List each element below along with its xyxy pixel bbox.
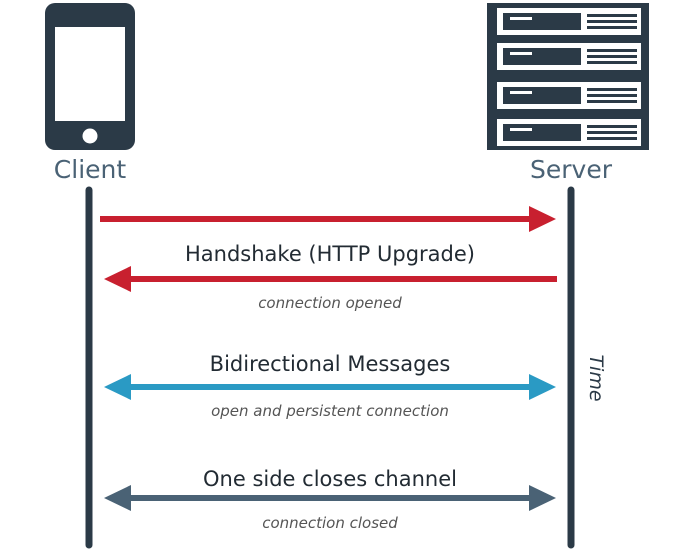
close-label: One side closes channel (203, 467, 457, 491)
bidirectional-sublabel: open and persistent connection (211, 402, 449, 420)
handshake-response-arrow (104, 266, 557, 292)
close-arrow (104, 485, 556, 511)
server-rack-icon (487, 3, 649, 150)
handshake-sublabel: connection opened (258, 294, 402, 312)
handshake-label: Handshake (HTTP Upgrade) (185, 242, 475, 266)
time-label: Time (585, 354, 607, 401)
mobile-phone-icon (45, 3, 135, 150)
server-label: Server (530, 155, 613, 184)
bidirectional-label: Bidirectional Messages (210, 352, 451, 376)
handshake-request-arrow (100, 206, 556, 232)
bidirectional-arrow (104, 374, 556, 400)
client-label: Client (54, 155, 127, 184)
close-sublabel: connection closed (262, 514, 398, 532)
